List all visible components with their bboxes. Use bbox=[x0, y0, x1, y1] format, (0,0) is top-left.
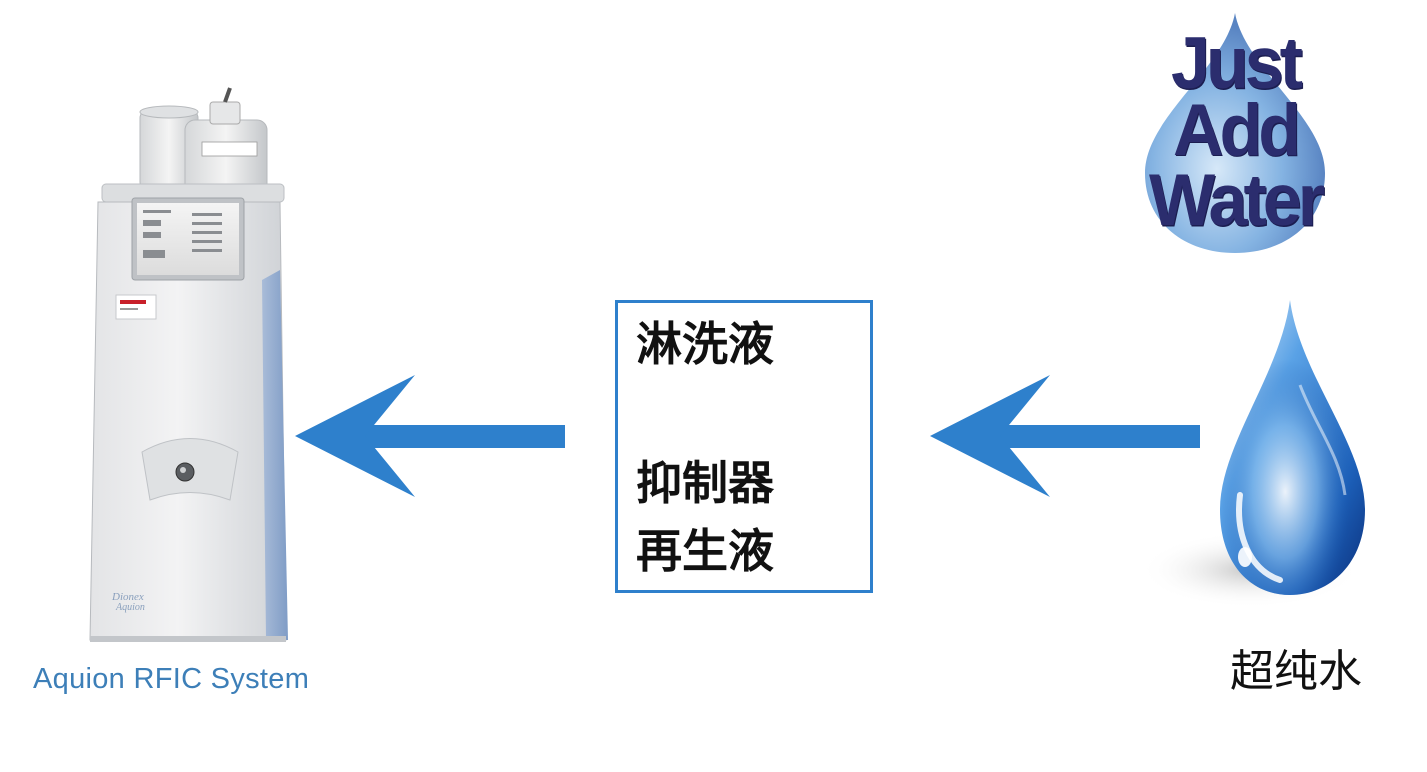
svg-text:Aquion: Aquion bbox=[115, 602, 145, 613]
ion-chromatography-instrument: Dionex Aquion bbox=[89, 87, 288, 642]
instrument-caption: Aquion RFIC System bbox=[33, 663, 310, 695]
regenerant-label: 再生液 bbox=[636, 524, 774, 578]
left-arrow bbox=[295, 375, 565, 497]
eluent-label: 淋洗液 bbox=[636, 317, 774, 371]
reagent-box bbox=[615, 300, 873, 593]
right-arrow bbox=[930, 375, 1200, 497]
water-drop-icon bbox=[1140, 300, 1365, 608]
water-logo-drop-icon bbox=[1145, 13, 1325, 253]
ultrapure-water-caption: 超纯水 bbox=[1230, 646, 1362, 697]
svg-text:Dionex: Dionex bbox=[111, 591, 144, 603]
logo-line-add: Add bbox=[1172, 89, 1301, 171]
logo-line-water: Water bbox=[1149, 159, 1325, 241]
logo-line-just: Just bbox=[1171, 22, 1303, 104]
suppressor-label: 抑制器 bbox=[636, 456, 774, 510]
